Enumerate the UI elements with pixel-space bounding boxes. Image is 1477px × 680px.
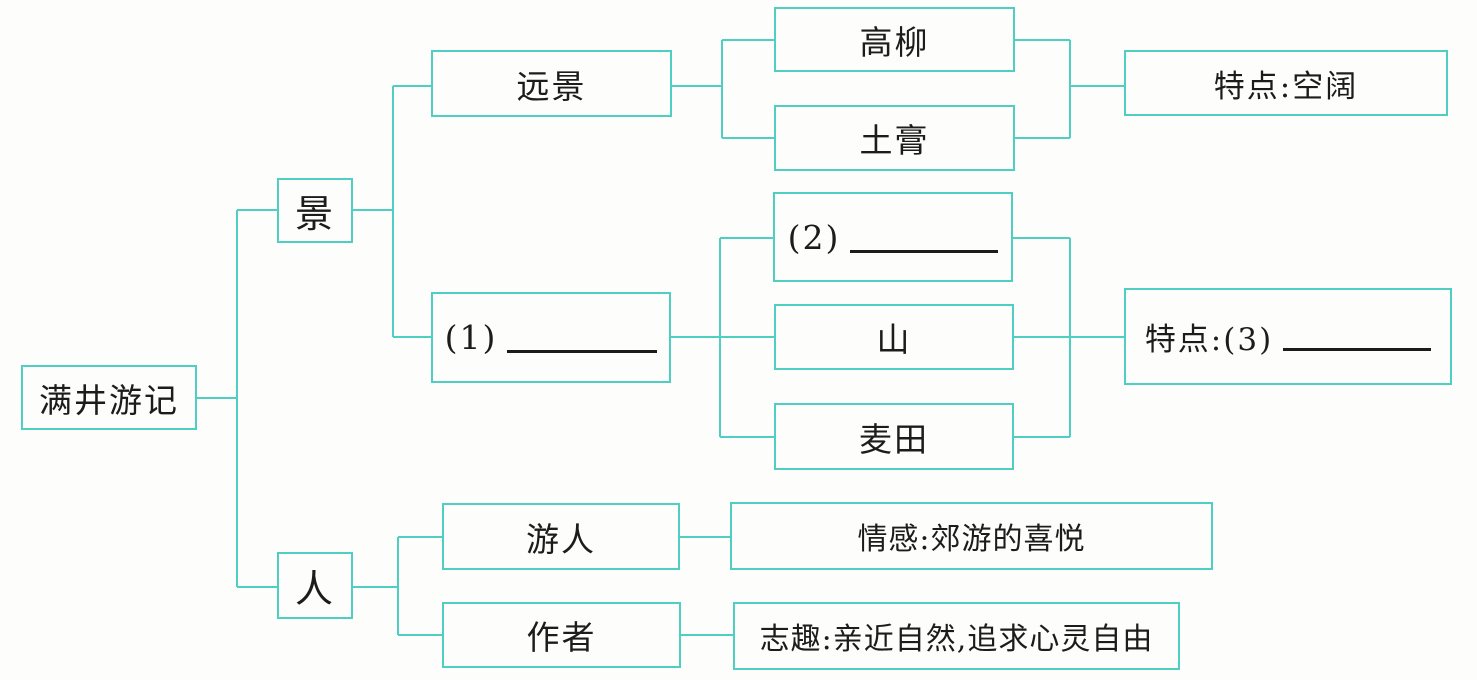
node-author-label: 作者 <box>526 618 597 657</box>
node-soil: 土膏 <box>774 105 1015 171</box>
node-tourists-label: 游人 <box>526 519 596 559</box>
node-soil-label: 土膏 <box>859 121 930 160</box>
node-blank-1-prefix: (1) <box>444 318 498 357</box>
node-blank-2-prefix: (2) <box>787 217 841 257</box>
node-root: 满井游记 <box>21 365 197 430</box>
node-scenery: 景 <box>277 178 353 243</box>
node-mountain: 山 <box>774 304 1014 370</box>
node-root-label: 满井游记 <box>39 380 179 420</box>
node-feature-blank-3-prefix: 特点:(3) <box>1144 322 1274 358</box>
node-mountain-label: 山 <box>876 320 912 359</box>
node-aspiration: 志趣:亲近自然,追求心灵自由 <box>733 602 1180 670</box>
blank-line-2 <box>850 221 999 253</box>
node-tall-willows-label: 高柳 <box>859 22 930 62</box>
node-blank-1: (1) <box>431 292 671 383</box>
node-wheat-field-label: 麦田 <box>859 419 929 459</box>
node-emotion: 情感:郊游的喜悦 <box>730 502 1213 570</box>
node-people: 人 <box>277 552 353 619</box>
node-distant-view-label: 远景 <box>516 66 587 106</box>
node-people-label: 人 <box>294 567 335 611</box>
blank-line-3 <box>1283 322 1432 352</box>
node-blank-2: (2) <box>773 192 1013 282</box>
node-feature-blank-3: 特点:(3) <box>1124 288 1452 385</box>
blank-line-1 <box>507 322 658 354</box>
node-scenery-label: 景 <box>294 192 335 236</box>
node-emotion-label: 情感:郊游的喜悦 <box>857 522 1086 557</box>
node-aspiration-label: 志趣:亲近自然,追求心灵自由 <box>759 622 1154 657</box>
node-distant-view: 远景 <box>431 50 672 117</box>
node-tourists: 游人 <box>442 503 680 570</box>
node-feature-open: 特点:空阔 <box>1124 50 1448 116</box>
node-author: 作者 <box>442 602 681 668</box>
node-wheat-field: 麦田 <box>774 403 1014 470</box>
node-feature-open-label: 特点:空阔 <box>1213 68 1359 105</box>
node-tall-willows: 高柳 <box>774 7 1015 72</box>
